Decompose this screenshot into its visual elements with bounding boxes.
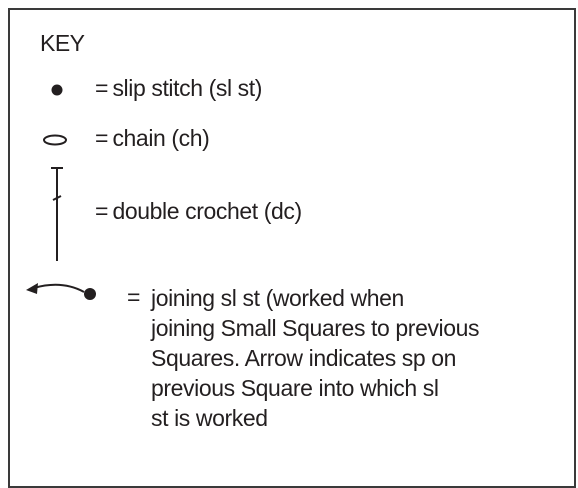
slip-stitch-dot-icon <box>51 84 63 96</box>
double-crochet-icon <box>51 167 63 261</box>
key-label-joining-slip-stitch: joining sl st (worked when joining Small… <box>151 285 480 431</box>
key-label-slip-stitch: slip stitch (sl st) <box>112 75 263 101</box>
key-entry-chain: = chain (ch) <box>95 125 210 152</box>
key-panel <box>8 8 576 488</box>
equals-sign: = <box>95 75 109 101</box>
joining-slip-stitch-arrow-icon <box>26 283 96 300</box>
key-entry-joining-slip-stitch-eq: = <box>127 284 144 311</box>
key-title: KEY <box>40 30 85 56</box>
equals-sign: = <box>95 198 109 224</box>
key-entry-slip-stitch: = slip stitch (sl st) <box>95 75 262 102</box>
equals-sign: = <box>95 125 109 151</box>
equals-sign: = <box>127 284 141 310</box>
key-entry-double-crochet: = double crochet (dc) <box>95 198 302 225</box>
key-label-double-crochet: double crochet (dc) <box>112 198 302 224</box>
key-label-chain: chain (ch) <box>112 125 210 151</box>
chain-oval-icon <box>43 134 67 146</box>
